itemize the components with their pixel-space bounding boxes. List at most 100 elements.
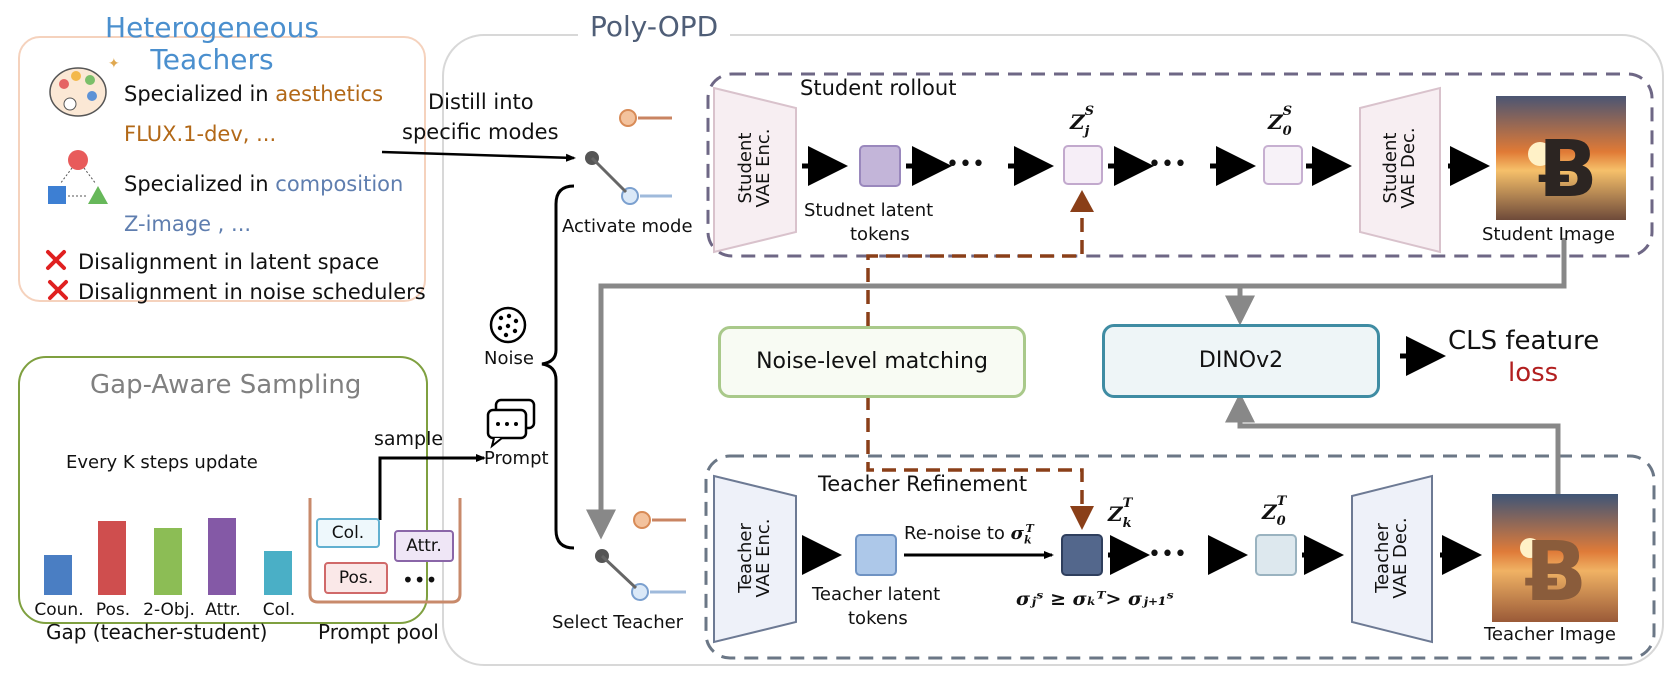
aesthetics-line: Specialized in aesthetics — [124, 82, 383, 106]
composition-icon — [48, 150, 108, 204]
poly-opd-panel — [442, 34, 1664, 666]
student-vae-dec-label: Student VAE Dec. — [1380, 113, 1419, 223]
student-token-z0 — [1263, 145, 1303, 185]
cls-loss-label: loss — [1508, 358, 1559, 388]
student-image-label: Student Image — [1482, 224, 1615, 245]
teacher-dots: ••• — [1148, 542, 1187, 567]
select-teacher-label: Select Teacher — [552, 612, 684, 633]
teacher-token-z0 — [1255, 534, 1297, 576]
select-teacher-switch — [595, 511, 686, 601]
svg-text:Ƀ: Ƀ — [1525, 525, 1588, 620]
student-enc-line2: VAE Enc. — [753, 128, 774, 208]
teacher-dec-line2: VAE Dec. — [1390, 517, 1411, 599]
gap-bar-attr — [208, 518, 236, 595]
teacher-vae-enc-shape — [713, 474, 797, 644]
student-dots-1: ••• — [946, 152, 985, 177]
student-vae-dec-shape — [1359, 86, 1441, 254]
teacher-refinement-box — [704, 454, 1656, 660]
renoise-label: Re-noise to σkT — [904, 522, 1034, 547]
student-image-to-loop — [586, 238, 1567, 540]
aesthetics-models: FLUX.1-dev, ... — [124, 122, 277, 146]
student-vae-enc-shape — [713, 86, 797, 254]
noise-level-matching-box: Noise-level matching — [718, 326, 1026, 398]
teacher-vae-enc-label: Teacher VAE Enc. — [735, 503, 774, 613]
palette-icon: ✦ — [49, 56, 120, 117]
teacher-latent-label-1: Teacher latent — [812, 584, 941, 605]
student-image: Ƀ — [1496, 96, 1626, 220]
pool-item-col: Col. — [316, 518, 380, 548]
gap-bar-pos — [98, 521, 126, 595]
composition-word: composition — [275, 172, 404, 196]
student-latent-token — [859, 145, 901, 187]
svg-text:Ƀ: Ƀ — [1538, 125, 1597, 215]
student-token-zj — [1063, 145, 1103, 185]
composition-models: Z-image , ... — [124, 212, 252, 236]
issue-latent-space: Disalignment in latent space — [78, 250, 380, 274]
student-vae-enc-label: Student VAE Enc. — [735, 113, 774, 223]
aesthetics-prefix: Specialized in — [124, 82, 269, 106]
matching-arrowhead-down — [1070, 506, 1094, 530]
dinov2-box: DINOv2 — [1102, 324, 1380, 398]
gap-aware-sampling-panel — [18, 356, 428, 624]
teacher-refinement-title: Teacher Refinement — [814, 472, 1032, 496]
sample-label: sample — [374, 428, 444, 450]
prompt-label: Prompt — [484, 448, 549, 469]
update-label: Every K steps update — [66, 452, 258, 473]
composition-line: Specialized in composition — [124, 172, 403, 196]
pool-item-pos: Pos. — [324, 562, 388, 594]
gap-axis-label: Gap (teacher-student) — [46, 620, 268, 644]
student-dec-line2: VAE Dec. — [1398, 127, 1419, 209]
teacher-token-zk — [1061, 534, 1103, 576]
sample-arrow — [378, 454, 486, 520]
student-latent-label-2: tokens — [850, 224, 910, 245]
gap-bar-label: Coun. — [34, 600, 84, 620]
teacher-latent-label-2: tokens — [848, 608, 908, 629]
student-rollout-box — [706, 72, 1654, 258]
noise-icon — [489, 306, 527, 344]
distill-line-1: Distill into — [428, 90, 534, 114]
input-brace — [541, 184, 575, 550]
sigma-relation: σⱼˢ ≥ σₖᵀ> σⱼ₊₁ˢ — [1016, 588, 1174, 610]
poly-opd-title: Poly-OPD — [578, 10, 731, 43]
gap-bar-2obj — [154, 528, 182, 595]
activate-mode-switch — [585, 109, 672, 205]
pool-more: ••• — [402, 568, 438, 592]
student-rollout-title: Student rollout — [800, 76, 957, 100]
gap-bar-label: Attr. — [205, 600, 241, 620]
issue-noise-schedulers: Disalignment in noise schedulers — [78, 280, 426, 304]
aesthetics-word: aesthetics — [275, 82, 384, 106]
distill-line-2: specific modes — [402, 120, 559, 144]
teacher-vae-dec-label: Teacher VAE Dec. — [1372, 503, 1411, 613]
prompt-chat-icon — [486, 398, 536, 449]
activate-mode-label: Activate mode — [562, 216, 693, 237]
composition-prefix: Specialized in — [124, 172, 269, 196]
matching-arrowhead-up — [1070, 190, 1094, 212]
matching-to-student — [866, 212, 1084, 326]
distill-arrow — [381, 150, 576, 162]
issue-x-icons — [46, 250, 68, 300]
teachers-title: Heterogeneous Teachers — [105, 11, 319, 76]
svg-text:✦: ✦ — [108, 56, 120, 72]
teacher-latent-token — [855, 534, 897, 576]
gap-bar-label: Col. — [262, 600, 296, 620]
prompt-pool-bucket — [308, 498, 462, 604]
matching-to-teacher — [866, 396, 1084, 506]
teacher-image: Ƀ — [1492, 494, 1618, 622]
heterogeneous-teachers-panel — [18, 36, 426, 302]
gap-bar-col — [264, 551, 292, 595]
teacher-enc-line2: VAE Enc. — [753, 518, 774, 598]
teacher-image-to-dino — [1225, 392, 1561, 494]
gap-bar-chart: Coun. Pos. 2-Obj. Attr. Col. — [34, 480, 296, 620]
cls-feature-label: CLS feature — [1448, 326, 1600, 356]
teacher-image-label: Teacher Image — [1484, 624, 1616, 645]
noise-label: Noise — [484, 348, 534, 369]
teacher-vae-dec-shape — [1351, 474, 1433, 644]
gap-bar-label: 2-Obj. — [143, 600, 195, 620]
prompt-pool-label: Prompt pool — [318, 620, 439, 644]
gap-bar-label: Pos. — [95, 600, 131, 620]
